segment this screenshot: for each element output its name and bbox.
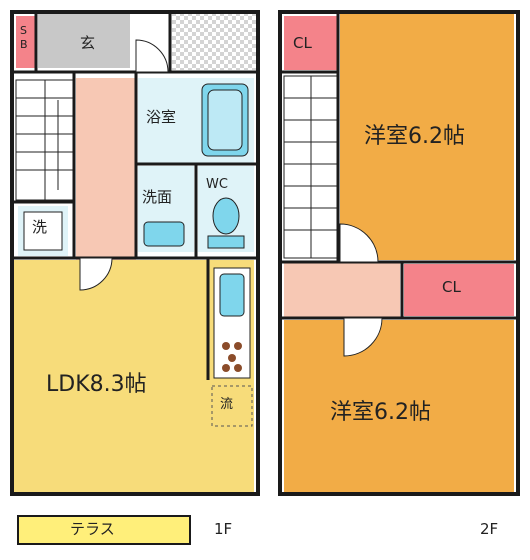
closet-lower-label: CL bbox=[442, 278, 461, 296]
stairs-1f bbox=[15, 79, 75, 201]
laundry-pan bbox=[23, 211, 63, 251]
walls-2f bbox=[278, 10, 520, 496]
toilet-tank bbox=[207, 235, 245, 249]
bath-label: 浴室 bbox=[146, 108, 177, 126]
room-upper-label: 洋室6.2帖 bbox=[364, 124, 465, 149]
room-lower-label: 洋室6.2帖 bbox=[330, 400, 431, 425]
room-upper bbox=[340, 14, 514, 260]
doors-1f bbox=[79, 39, 169, 291]
washroom-label: 洗面 bbox=[142, 188, 173, 206]
corridor-2f bbox=[284, 262, 400, 318]
room-lower bbox=[284, 320, 514, 494]
toilet-bowl bbox=[212, 197, 240, 235]
floor-2-label: 2F bbox=[480, 520, 499, 538]
floor-2 bbox=[278, 10, 520, 496]
storage-box bbox=[211, 385, 253, 427]
closet-upper-fill bbox=[284, 16, 338, 70]
bathtub-inner bbox=[207, 89, 243, 151]
closet-lower-fill bbox=[404, 264, 514, 316]
wc-label: WC bbox=[206, 177, 228, 192]
storage-label: 流 bbox=[220, 397, 234, 412]
walls-1f bbox=[10, 10, 260, 496]
laundry-label: 洗 bbox=[32, 218, 48, 236]
entrance-label: 玄 bbox=[80, 34, 96, 52]
kitchen-sink bbox=[219, 273, 245, 317]
ldk-label: LDK8.3帖 bbox=[46, 372, 147, 397]
shoe-box bbox=[16, 16, 36, 68]
doors-2f bbox=[339, 223, 383, 357]
wash-basin bbox=[143, 221, 185, 247]
corridor-1f bbox=[76, 78, 136, 260]
entrance-tile bbox=[172, 14, 256, 70]
floor-1-label: 1F bbox=[214, 520, 233, 538]
closet-upper-label: CL bbox=[293, 34, 312, 52]
floor-1 bbox=[10, 10, 260, 545]
shoe-box-label: S B bbox=[20, 24, 28, 52]
terrace bbox=[17, 515, 191, 545]
terrace-label: テラス bbox=[70, 520, 115, 538]
entrance-floor bbox=[38, 14, 130, 68]
stairs-2f bbox=[283, 75, 339, 259]
stove bbox=[222, 342, 242, 372]
